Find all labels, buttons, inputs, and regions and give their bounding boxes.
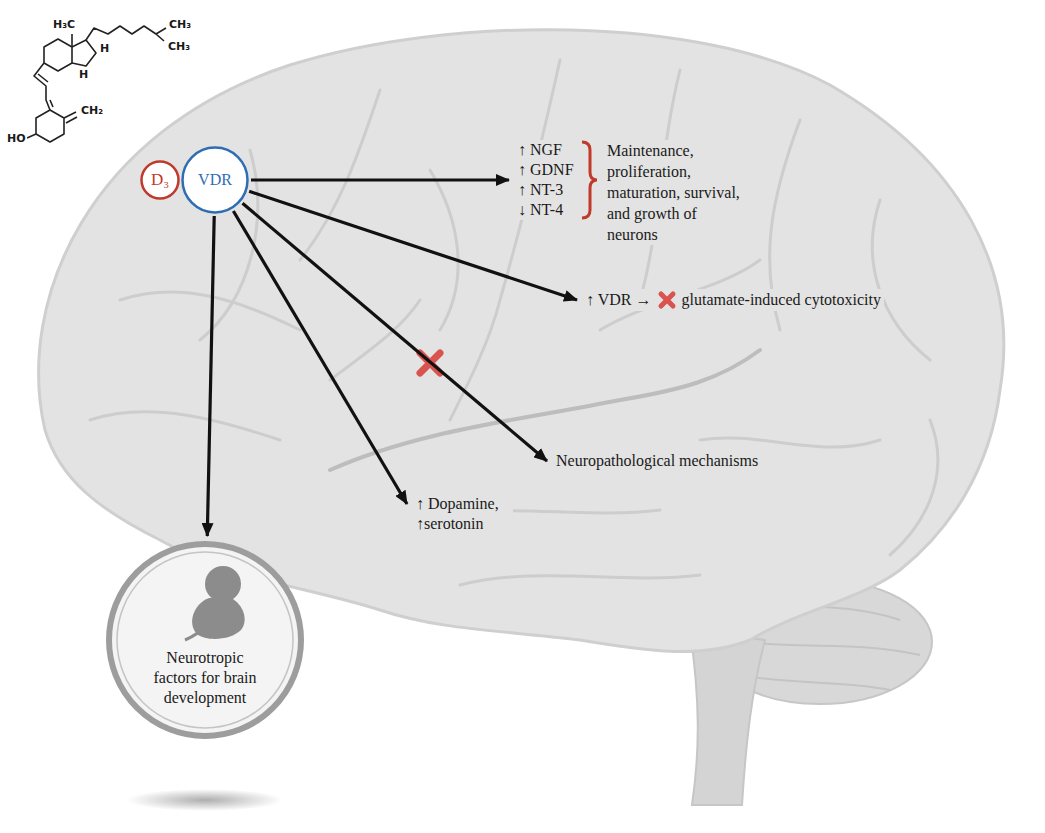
- atom-label: HO: [6, 132, 27, 145]
- atom-label: H₃C: [52, 18, 76, 31]
- factor-list: ↑ NGF↑ GDNF↑ NT-3↓ NT-4: [515, 140, 577, 220]
- ligand-circle: D₃: [140, 160, 180, 200]
- arrow-connector: [233, 211, 407, 504]
- arrow-connector: [242, 203, 547, 461]
- shadow: [127, 789, 283, 811]
- note-text: Maintenance, proliferation, maturation, …: [604, 140, 744, 245]
- atom-label: CH₃: [167, 40, 191, 53]
- node-text: Neurotropic factors for brain developmen…: [145, 648, 265, 708]
- atom-label: H: [99, 42, 110, 55]
- node-text: ↑ NGF: [515, 140, 577, 160]
- effect-text: ↑ VDR → glutamate-induced cytotoxicity: [583, 289, 884, 311]
- vitamin-d3-structure: [27, 26, 166, 142]
- effect-text: ↑ Dopamine, ↑serotonin: [413, 494, 513, 534]
- development-circle: Neurotropic factors for brain developmen…: [105, 540, 305, 740]
- fetus-circle: [105, 540, 305, 740]
- circle-outline: [183, 148, 248, 213]
- node-text: ↑ GDNF: [515, 160, 577, 180]
- node-text: ↓ NT-4: [515, 200, 577, 220]
- arrow-connector: [249, 191, 577, 300]
- circle-label: D₃: [151, 170, 169, 190]
- atom-label: H: [78, 68, 89, 81]
- node-text: ↑ Dopamine, ↑serotonin: [416, 494, 510, 534]
- effect-text: Neuropathological mechanisms: [553, 451, 761, 471]
- circle-outline: [142, 162, 179, 199]
- receptor-circle: VDR: [181, 146, 249, 214]
- atom-label: CH₂: [80, 104, 104, 117]
- node-text: ↑ VDR →: [586, 289, 652, 311]
- node-text: ↑ NT-3: [515, 180, 577, 200]
- arrow-connector: [207, 216, 214, 536]
- node-text: Neuropathological mechanisms: [556, 451, 758, 471]
- brainstem: [690, 630, 765, 805]
- circle-label: VDR: [198, 171, 232, 189]
- fetus-icon: [185, 566, 245, 640]
- node-text: glutamate-induced cytotoxicity: [682, 289, 882, 311]
- brain-gyri: [90, 60, 938, 585]
- arrow-connector: [251, 178, 509, 181]
- cross-icon: [656, 290, 678, 310]
- atom-label: CH₃: [168, 18, 192, 31]
- red-bracket: [582, 142, 597, 218]
